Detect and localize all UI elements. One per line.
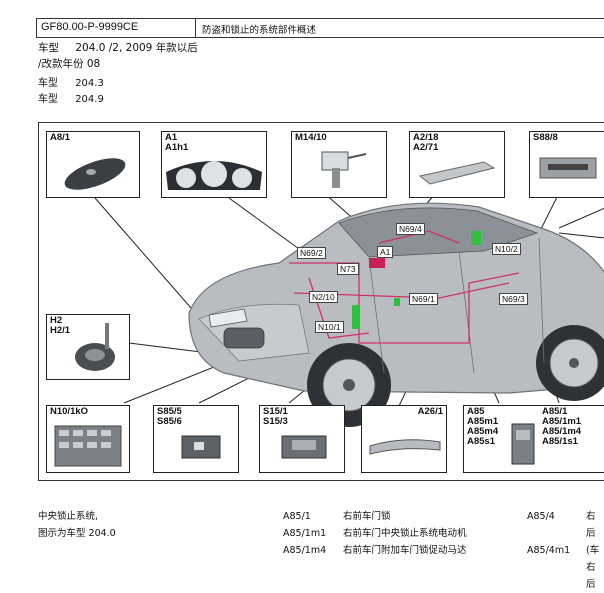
legend-codes-right: A85/4 A85/4m1 bbox=[527, 508, 570, 559]
tag-n73: N73 bbox=[337, 263, 359, 275]
component-h2-box: H2 H2/1 bbox=[46, 314, 130, 380]
tag-a1: A1 bbox=[377, 246, 394, 258]
legend-caption: 中央锁止系统, 图示为车型 204.0 bbox=[38, 508, 116, 542]
switch-panel-icon bbox=[539, 157, 597, 179]
tag-n69-1: N69/1 bbox=[409, 293, 438, 305]
component-a85-box: A85 A85m1 A85m4 A85s1 A85/1 A85/1m1 A85/… bbox=[463, 405, 604, 473]
legend-desc: 右前车门附加车门锁促动马达 bbox=[343, 545, 467, 556]
legend-code: A85/1m1 bbox=[283, 528, 327, 539]
tag-n69-3: N69/3 bbox=[499, 293, 528, 305]
legend-desc: 右后 bbox=[586, 511, 596, 539]
model-line-4: 车型 204.9 bbox=[38, 90, 104, 105]
model-key: 车型 bbox=[38, 42, 59, 54]
model-key: 车型 bbox=[38, 78, 58, 89]
legend-desc: 右后 bbox=[586, 562, 596, 590]
legend-descriptions-right: 右后 (车 右后 bbox=[586, 508, 604, 593]
tag-n10-1: N10/1 bbox=[315, 321, 344, 333]
component-m14-10-box: M14/10 bbox=[291, 131, 387, 198]
component-s15-box: S15/1 S15/3 bbox=[259, 405, 345, 473]
antenna-module-icon bbox=[418, 161, 496, 185]
component-n10-1ko-box: N10/1kO bbox=[46, 405, 130, 473]
legend-code: A85/4 bbox=[527, 511, 555, 522]
tag-n2-10: N2/10 bbox=[309, 291, 338, 303]
horn-icon bbox=[75, 323, 115, 371]
door-switch-icon bbox=[181, 435, 221, 459]
trunk-switch-icon bbox=[281, 435, 327, 459]
component-s88-8-box: S88/8 bbox=[529, 131, 604, 198]
system-diagram: A8/1 A1 A1h1 M14/10 A2/18 A2/71 S88/8 bbox=[38, 122, 604, 481]
model-line-1: 车型 204.0 /2, 2009 年款以后 bbox=[38, 40, 198, 55]
model-value: 204.3 bbox=[75, 78, 104, 89]
document-code: GF80.00-P-9999CE bbox=[37, 19, 196, 37]
tag-n69-4: N69/4 bbox=[396, 223, 425, 235]
control-unit-icon bbox=[54, 425, 122, 467]
model-key: 车型 bbox=[38, 94, 58, 105]
door-lock-icon bbox=[511, 423, 535, 465]
legend-desc: 右前车门中央锁止系统电动机 bbox=[343, 528, 467, 539]
legend-caption-line: 图示为车型 204.0 bbox=[38, 528, 116, 539]
tag-n10-2: N10/2 bbox=[492, 243, 521, 255]
model-line-2: /改款年份 08 bbox=[38, 58, 101, 70]
document-header: GF80.00-P-9999CE 防盗和锁止的系统部件概述 bbox=[36, 18, 604, 38]
rear-wheel bbox=[536, 325, 604, 401]
legend-code bbox=[527, 525, 570, 542]
component-a8-1-box: A8/1 bbox=[46, 131, 140, 198]
legend-code: A85/1 bbox=[283, 511, 311, 522]
legend-desc: 右前车门锁 bbox=[343, 511, 391, 522]
instrument-cluster-icon bbox=[166, 161, 262, 190]
component-a1-box: A1 A1h1 bbox=[161, 131, 267, 198]
document-title: 防盗和锁止的系统部件概述 bbox=[202, 25, 317, 36]
legend-desc: (车 bbox=[586, 545, 600, 556]
legend-codes: A85/1 A85/1m1 A85/1m4 bbox=[283, 508, 326, 559]
legend-descriptions: 右前车门锁 右前车门中央锁止系统电动机 右前车门附加车门锁促动马达 bbox=[343, 508, 467, 559]
tag-n69-2: N69/2 bbox=[297, 247, 326, 259]
model-value: 204.0 /2, 2009 年款以后 bbox=[75, 42, 198, 54]
component-s85-box: S85/5 S85/6 bbox=[153, 405, 239, 473]
model-line-3: 车型 204.3 bbox=[38, 74, 104, 89]
legend-caption-line: 中央锁止系统, bbox=[38, 511, 99, 522]
legend-code: A85/4m1 bbox=[527, 545, 571, 556]
component-a2-18-box: A2/18 A2/71 bbox=[409, 131, 505, 198]
actuator-icon bbox=[321, 151, 367, 188]
legend-code: A85/1m4 bbox=[283, 545, 327, 556]
component-a26-1-box: A26/1 bbox=[361, 405, 447, 473]
model-value: 204.9 bbox=[75, 94, 104, 105]
door-handle-icon bbox=[369, 439, 441, 455]
key-icon bbox=[64, 158, 126, 190]
